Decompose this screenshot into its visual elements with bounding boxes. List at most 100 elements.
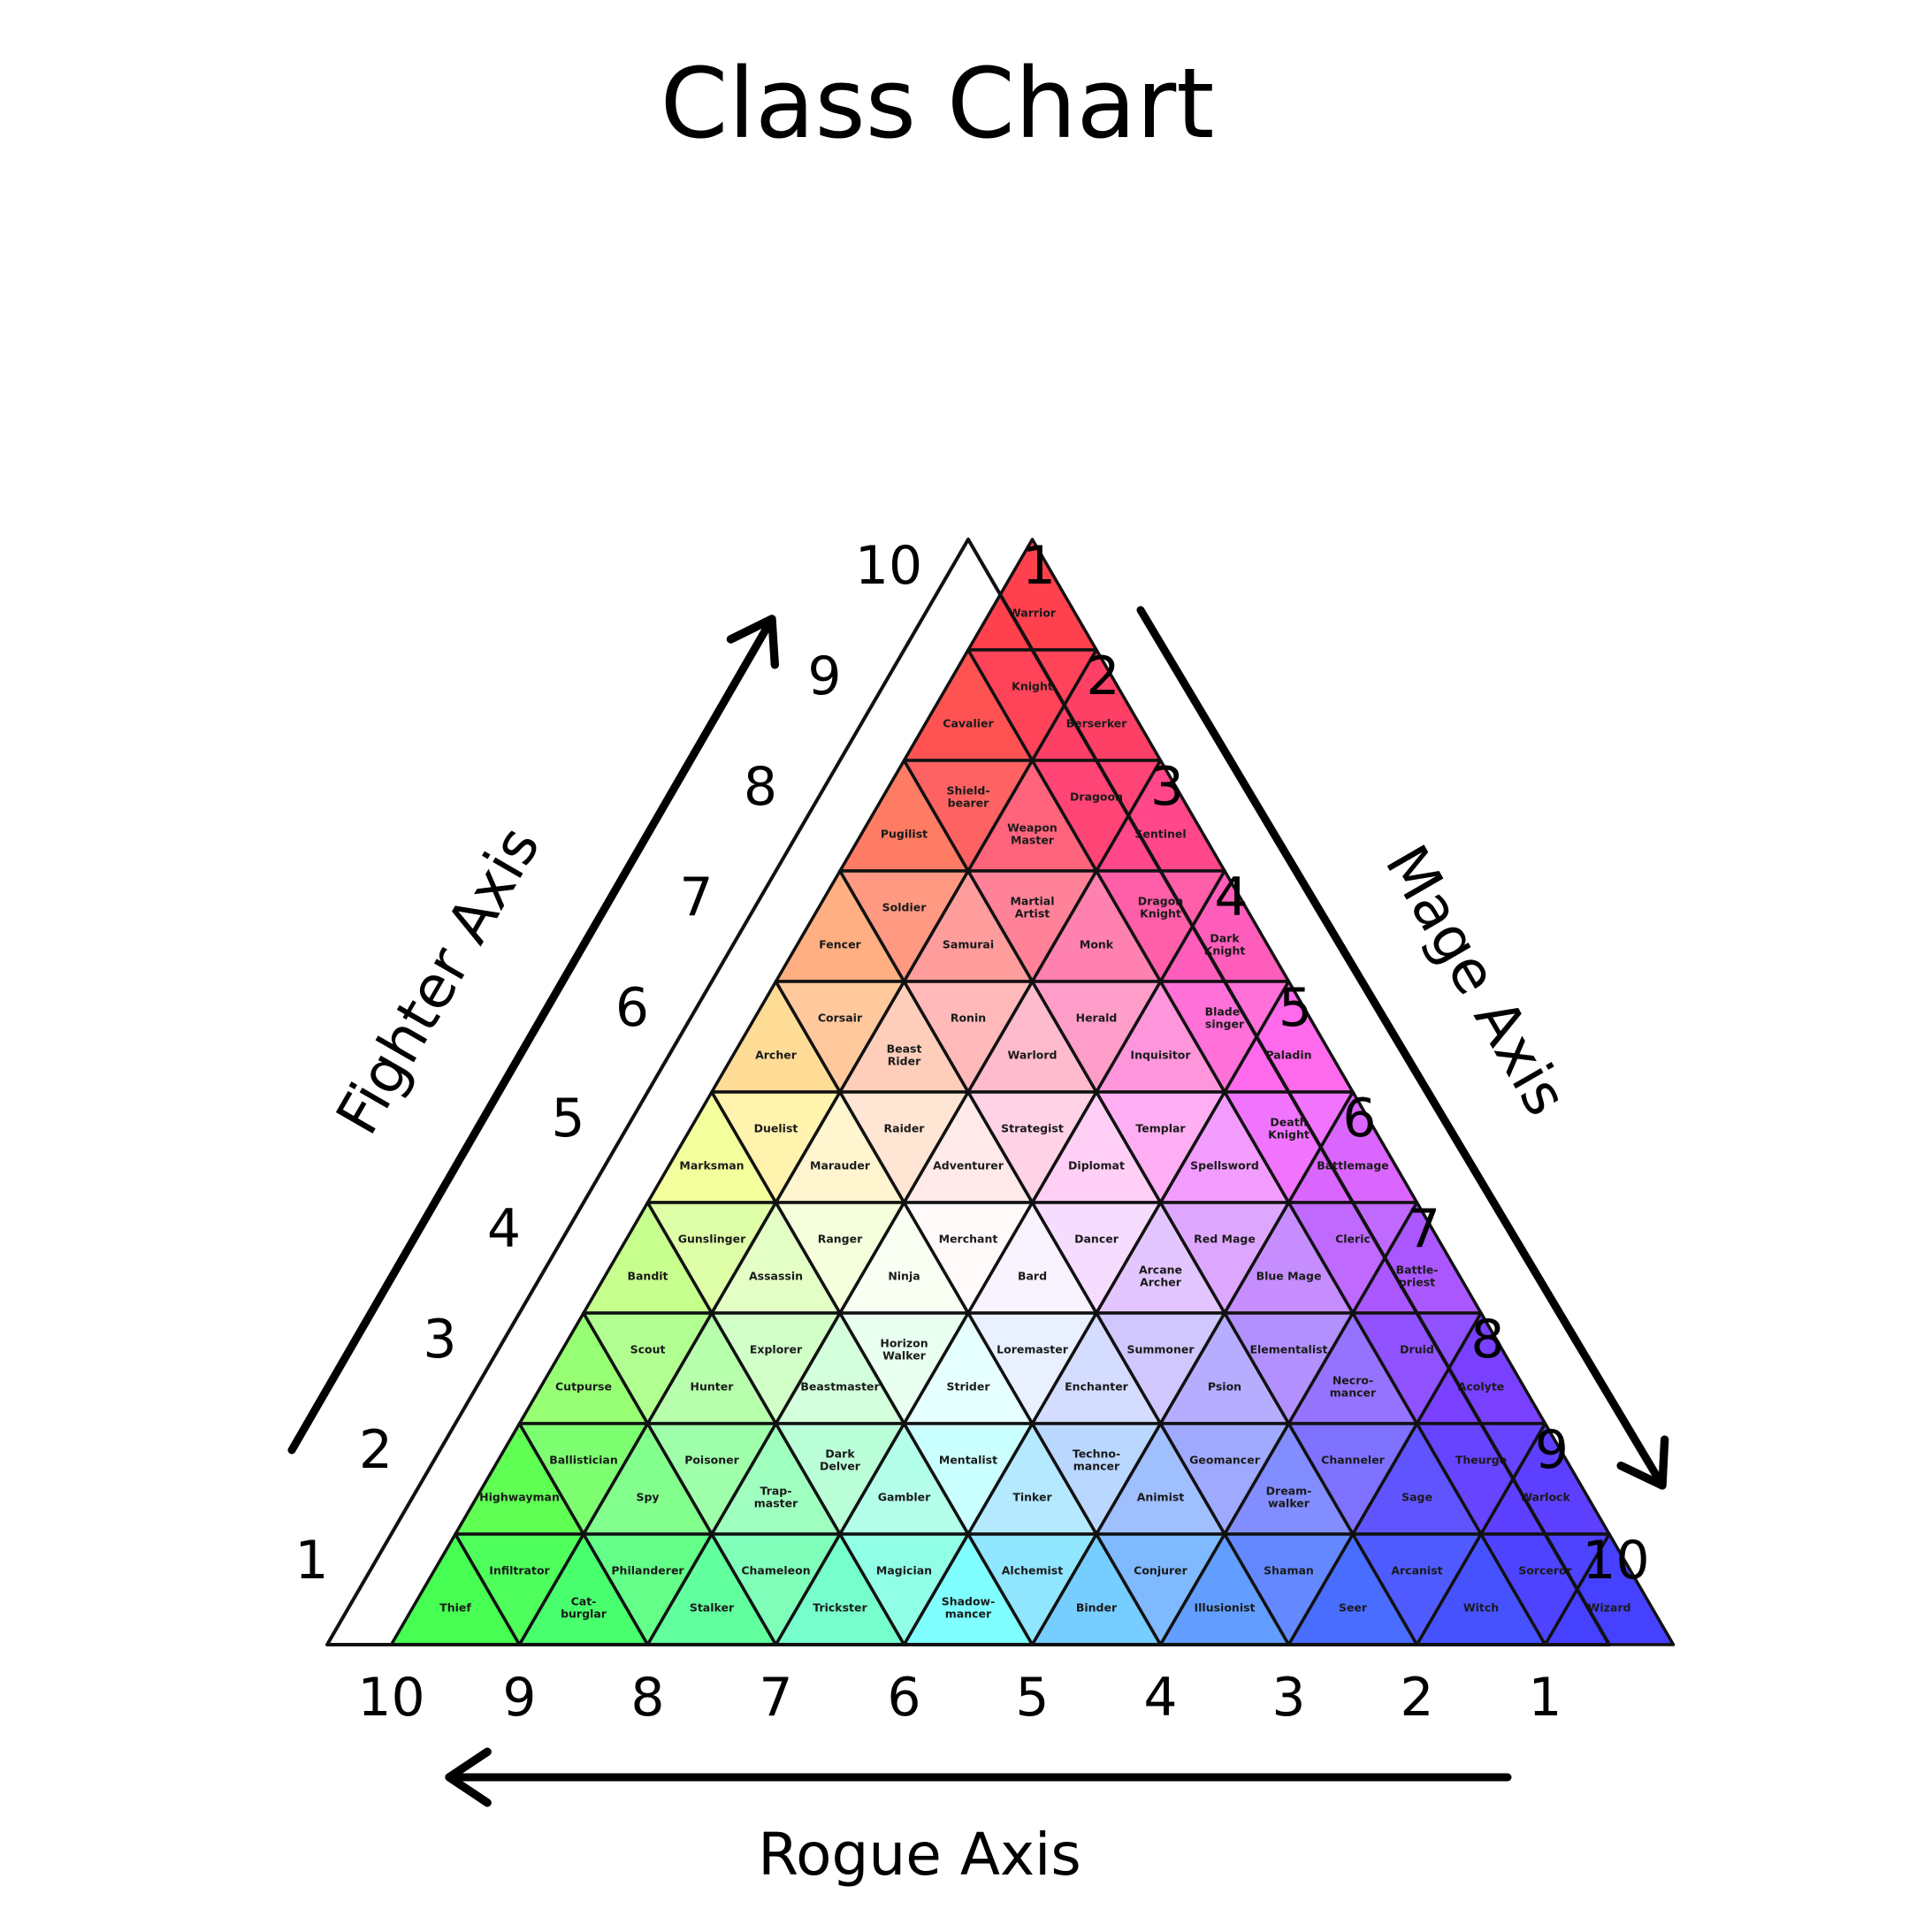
class-label: Soldier	[882, 901, 928, 914]
fighter-axis-label: Fighter Axis	[323, 815, 553, 1145]
axis-tick-label: 1	[294, 1530, 328, 1592]
class-label: Templar	[1135, 1122, 1186, 1135]
axis-tick-label: 4	[1143, 1667, 1177, 1729]
triangle-outline	[325, 538, 1611, 1646]
class-label: Witch	[1463, 1600, 1499, 1614]
axis-tick-label: 7	[679, 867, 713, 928]
class-label: Archer	[755, 1048, 798, 1061]
axis-tick-label: 8	[744, 756, 777, 818]
class-label: Strider	[946, 1379, 990, 1393]
class-label: Illusionist	[1194, 1600, 1255, 1614]
class-label: Shield-bearer	[946, 784, 989, 810]
class-label: Scout	[630, 1343, 666, 1356]
axis-tick-label: 2	[1086, 645, 1119, 707]
class-label: Shadow-mancer	[942, 1594, 996, 1620]
class-label: Ballistician	[549, 1454, 618, 1467]
axis-tick-label: 4	[487, 1198, 521, 1260]
class-label: Samurai	[943, 937, 994, 951]
class-label: Dream-walker	[1266, 1484, 1312, 1509]
class-label: Mentalist	[939, 1454, 997, 1467]
class-label: Herald	[1076, 1012, 1118, 1025]
class-label: Shaman	[1264, 1564, 1314, 1577]
class-label: Geomancer	[1189, 1454, 1261, 1467]
class-label: Arcanist	[1391, 1564, 1442, 1577]
class-label: Cleric	[1335, 1233, 1371, 1246]
class-label: Beastmaster	[800, 1379, 880, 1393]
class-label: Dragoon	[1070, 790, 1123, 804]
axis-tick-label: 2	[359, 1419, 393, 1481]
class-label: Poisoner	[684, 1454, 739, 1467]
class-label: Hunter	[691, 1379, 735, 1393]
class-label: Sentinel	[1134, 827, 1186, 840]
class-label: Alchemist	[1002, 1564, 1063, 1577]
class-label: Elementalist	[1249, 1343, 1327, 1356]
mage-axis-arrow	[1136, 606, 1669, 1490]
class-label: Red Mage	[1194, 1233, 1256, 1246]
axis-tick-label: 9	[807, 645, 841, 707]
class-label: Berserker	[1066, 716, 1128, 729]
class-label: Theurge	[1455, 1454, 1507, 1467]
class-label: Chameleon	[741, 1564, 810, 1577]
axis-tick-label: 1	[1528, 1667, 1562, 1729]
class-label: Monk	[1080, 937, 1114, 951]
class-label: Psion	[1208, 1379, 1241, 1393]
axis-tick-label: 2	[1400, 1667, 1433, 1729]
class-label: Marauder	[810, 1158, 871, 1172]
axis-tick-label: 5	[1279, 977, 1312, 1039]
class-label: Paladin	[1265, 1048, 1311, 1061]
class-label: Merchant	[939, 1233, 998, 1246]
class-label: Warrior	[1009, 606, 1057, 619]
class-label: Dancer	[1074, 1233, 1119, 1246]
class-label: Infiltrator	[489, 1564, 550, 1577]
axis-tick-label: 4	[1214, 867, 1248, 928]
class-label: Seer	[1339, 1600, 1368, 1614]
axis-tick-label: 5	[1015, 1667, 1049, 1729]
class-label: Inquisitor	[1130, 1048, 1191, 1061]
axis-tick-label: 9	[502, 1667, 536, 1729]
class-label: Gambler	[878, 1490, 931, 1503]
axis-tick-label: 10	[1582, 1530, 1649, 1592]
class-label: Fencer	[819, 937, 861, 951]
class-label: Battle-priest	[1396, 1263, 1439, 1288]
fighter-axis-arrow	[287, 615, 780, 1455]
class-label: Animist	[1137, 1490, 1185, 1503]
class-label: Warlord	[1008, 1048, 1058, 1061]
class-label: Corsair	[818, 1012, 863, 1025]
class-label: Summoner	[1126, 1343, 1195, 1356]
mage-axis-label: Mage Axis	[1372, 834, 1581, 1126]
class-label: Ranger	[818, 1233, 863, 1246]
class-label: Adventurer	[933, 1158, 1004, 1172]
axis-tick-label: 10	[357, 1667, 424, 1729]
class-label: Spellsword	[1190, 1158, 1259, 1172]
class-label: Tinker	[1012, 1490, 1052, 1503]
axis-tick-label: 6	[887, 1667, 920, 1729]
axis-tick-label: 3	[1271, 1667, 1305, 1729]
class-label: Enchanter	[1065, 1379, 1129, 1393]
class-label: Ninja	[888, 1269, 920, 1282]
class-label: Stalker	[690, 1600, 735, 1614]
class-label: Diplomat	[1068, 1158, 1125, 1172]
class-label: Druid	[1400, 1343, 1434, 1356]
axis-tick-label: 3	[423, 1309, 456, 1371]
axis-tick-label: 8	[1470, 1309, 1504, 1371]
class-label: Magician	[876, 1564, 932, 1577]
class-label: Necro-mancer	[1330, 1373, 1377, 1399]
class-label: Sage	[1401, 1490, 1432, 1503]
class-label: Bandit	[627, 1269, 668, 1282]
axis-tick-label: 7	[759, 1667, 792, 1729]
class-label: Assassin	[749, 1269, 803, 1282]
axis-tick-label: 1	[1022, 535, 1056, 597]
class-label: Bard	[1018, 1269, 1047, 1282]
class-label: Pugilist	[881, 827, 928, 840]
class-label: Blade-singer	[1205, 1005, 1245, 1031]
class-label: Techno-mancer	[1073, 1447, 1120, 1473]
